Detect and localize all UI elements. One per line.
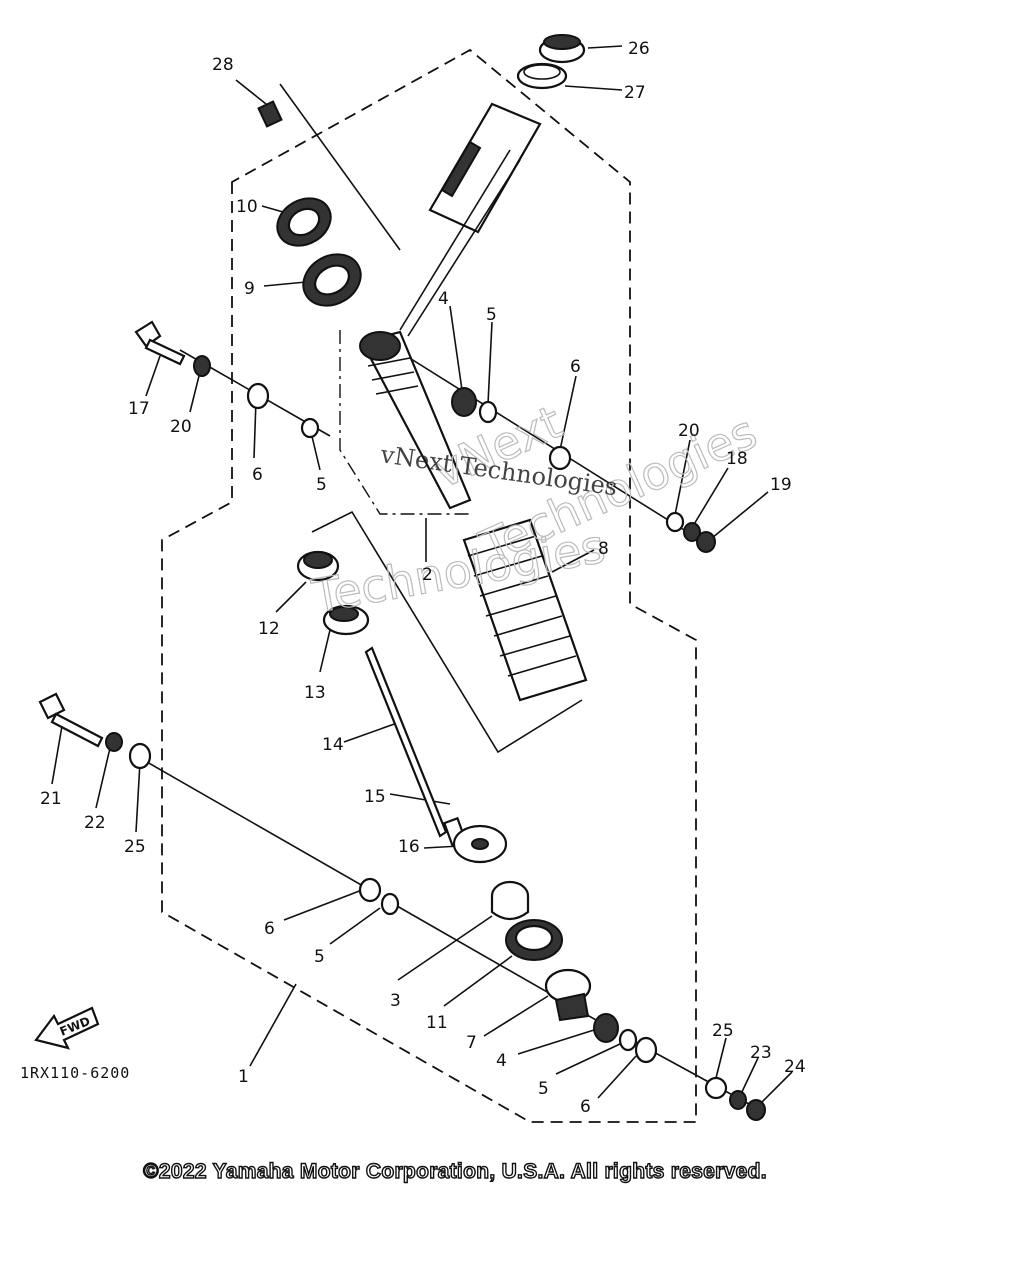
- washer-16: [452, 824, 508, 864]
- callout-28: 28: [212, 55, 234, 75]
- callout-labels: 28 26 27 10 9 4 5 6 17 20 6 5 20 18 19 2…: [40, 39, 806, 1117]
- callout-5: 5: [314, 947, 325, 967]
- reservoir: [399, 102, 542, 337]
- valve-28: [257, 100, 283, 128]
- callout-1: 1: [238, 1067, 249, 1087]
- watermark-outline-3: Technologies: [308, 519, 609, 624]
- copyright-notice: ©2022 Yamaha Motor Corporation, U.S.A. A…: [142, 1159, 767, 1183]
- callout-21: 21: [40, 789, 62, 809]
- ring-nut-9: [302, 253, 362, 307]
- ring-nut-10: [276, 197, 332, 247]
- callout-15: 15: [364, 787, 386, 807]
- callout-25: 25: [124, 837, 146, 857]
- bolt-17: [134, 320, 186, 366]
- callout-4: 4: [496, 1051, 507, 1071]
- shock-body: [359, 330, 472, 510]
- callout-7: 7: [466, 1033, 477, 1053]
- shock-body-boundary: [339, 330, 470, 515]
- callout-5: 5: [486, 305, 497, 325]
- callout-20: 20: [678, 421, 700, 441]
- callout-22: 22: [84, 813, 106, 833]
- callout-20: 20: [170, 417, 192, 437]
- callout-6: 6: [252, 465, 263, 485]
- small-hardware: [105, 355, 766, 1121]
- callout-17: 17: [128, 399, 150, 419]
- callout-8: 8: [598, 539, 609, 559]
- callout-13: 13: [304, 683, 326, 703]
- callout-27: 27: [624, 83, 646, 103]
- callout-6: 6: [580, 1097, 591, 1117]
- callout-11: 11: [426, 1013, 448, 1033]
- callout-24: 24: [784, 1057, 806, 1077]
- callout-10: 10: [236, 197, 258, 217]
- forward-arrow-icon: FWD: [34, 1006, 100, 1050]
- cap-26: [538, 34, 586, 64]
- spring-8: [462, 518, 588, 702]
- callout-23: 23: [750, 1043, 772, 1063]
- callout-6: 6: [264, 919, 275, 939]
- callout-14: 14: [322, 735, 344, 755]
- callout-18: 18: [726, 449, 748, 469]
- callout-9: 9: [244, 279, 255, 299]
- ring-27: [516, 62, 568, 90]
- collar-12: [296, 550, 340, 582]
- rod-14: [364, 646, 448, 838]
- callout-3: 3: [390, 991, 401, 1011]
- callout-19: 19: [770, 475, 792, 495]
- callout-12: 12: [258, 619, 280, 639]
- bolt-21: [38, 692, 104, 748]
- callout-5: 5: [538, 1079, 549, 1099]
- spring-bracket: [311, 510, 583, 754]
- bushing-3: [490, 880, 530, 921]
- end-fitting-7: [544, 968, 592, 1022]
- callout-4: 4: [438, 289, 449, 309]
- callout-25: 25: [712, 1021, 734, 1041]
- callout-26: 26: [628, 39, 650, 59]
- callout-6: 6: [570, 357, 581, 377]
- guide-13: [322, 604, 370, 636]
- callout-5: 5: [316, 475, 327, 495]
- callout-2: 2: [422, 565, 433, 585]
- seal-11: [505, 919, 563, 961]
- callout-16: 16: [398, 837, 420, 857]
- reference-code: 1RX110-6200: [20, 1064, 130, 1082]
